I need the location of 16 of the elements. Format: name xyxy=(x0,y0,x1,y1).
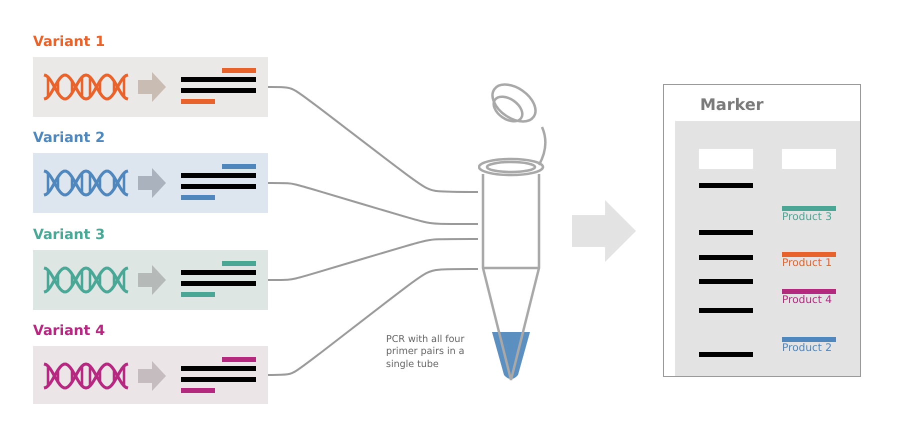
connector-line xyxy=(268,238,478,281)
band-label: Product 3 xyxy=(782,211,832,223)
caption-text: PCR with all four primer pairs in a single tube xyxy=(386,334,466,372)
band-label: Product 1 xyxy=(782,257,832,269)
variant-heading: Variant 2 xyxy=(33,130,105,146)
connector-line xyxy=(268,86,478,193)
connector-line xyxy=(268,182,478,225)
band-label: Product 2 xyxy=(782,342,832,354)
band-label: Product 4 xyxy=(782,294,832,306)
gel-heading: Marker xyxy=(700,95,764,114)
variant-heading: Variant 1 xyxy=(33,34,105,50)
gel-panel xyxy=(663,84,861,377)
variant-heading: Variant 3 xyxy=(33,227,105,243)
connector-line xyxy=(268,268,478,376)
variant-heading: Variant 4 xyxy=(33,323,105,339)
block-arrow xyxy=(572,200,636,262)
